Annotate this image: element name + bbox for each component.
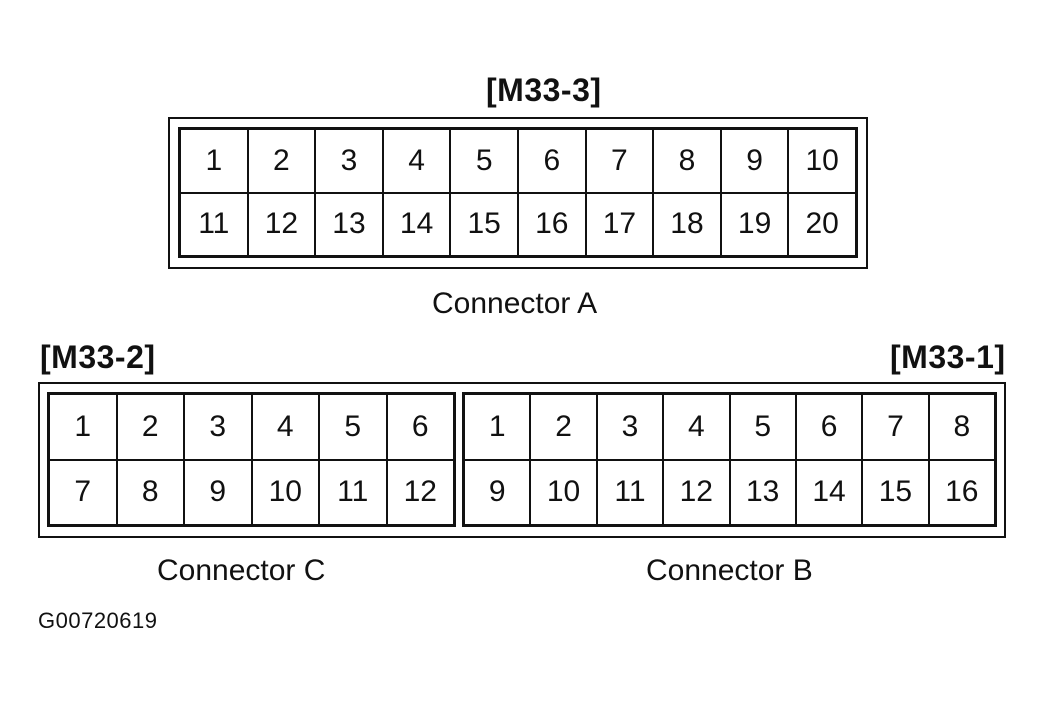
connector-a-pin: 2 bbox=[247, 129, 316, 193]
connector-a-pin: 8 bbox=[653, 129, 721, 193]
connector-a-housing bbox=[168, 117, 868, 269]
connector-a-pin: 11 bbox=[180, 192, 248, 256]
connector-c-pin: 1 bbox=[49, 394, 117, 460]
connector-a-pin: 13 bbox=[315, 192, 383, 256]
connector-b-pin: 14 bbox=[795, 459, 863, 525]
connector-c-part-number: [M33-2] bbox=[40, 339, 156, 375]
connector-c-pin: 8 bbox=[116, 459, 184, 525]
connector-b-pin: 10 bbox=[530, 459, 597, 525]
connector-a-pin: 5 bbox=[450, 129, 518, 193]
connector-c-label: Connector C bbox=[157, 554, 326, 587]
connector-b-pin: 15 bbox=[862, 459, 929, 525]
connector-b-pin: 1 bbox=[464, 394, 531, 460]
connector-a-pin: 4 bbox=[382, 129, 451, 193]
connector-b-pin: 5 bbox=[729, 394, 796, 460]
connector-a-pin: 18 bbox=[653, 192, 721, 256]
connector-b-part-number: [M33-1] bbox=[890, 339, 1006, 375]
connector-b-pin: 12 bbox=[663, 459, 730, 525]
connector-a-pin: 10 bbox=[788, 129, 856, 193]
connector-b-pin: 7 bbox=[862, 394, 929, 460]
connector-a-label: Connector A bbox=[432, 287, 598, 320]
connector-a-pin: 3 bbox=[315, 129, 383, 193]
connector-a-pin: 20 bbox=[788, 192, 856, 256]
connector-c-pin: 10 bbox=[251, 459, 319, 525]
connector-a-pin: 1 bbox=[180, 129, 248, 193]
figure-code: G00720619 bbox=[38, 608, 158, 633]
connector-c-pin: 5 bbox=[319, 394, 387, 460]
connector-c-pin: 7 bbox=[49, 459, 117, 525]
connector-c-pin: 9 bbox=[184, 459, 252, 525]
connector-b-pin: 16 bbox=[928, 459, 995, 525]
connector-a-pin: 14 bbox=[382, 192, 451, 256]
connector-c-pin: 2 bbox=[116, 394, 184, 460]
connector-b-label: Connector B bbox=[646, 554, 813, 587]
connector-b-pin: 9 bbox=[464, 459, 531, 525]
connector-a-pin: 17 bbox=[585, 192, 654, 256]
connector-a-pin: 16 bbox=[517, 192, 586, 256]
connector-a-pin: 9 bbox=[720, 129, 789, 193]
connector-c-pin: 4 bbox=[251, 394, 319, 460]
connector-a-pin: 6 bbox=[517, 129, 586, 193]
connector-b-pin: 2 bbox=[530, 394, 597, 460]
connector-a-pin: 12 bbox=[247, 192, 316, 256]
connector-b-pin: 6 bbox=[795, 394, 863, 460]
connector-a-pin: 15 bbox=[450, 192, 518, 256]
connector-b-pin: 13 bbox=[729, 459, 796, 525]
connector-b-pin: 8 bbox=[928, 394, 995, 460]
connector-b-c-housing bbox=[38, 382, 1006, 538]
connector-a-pin: 19 bbox=[720, 192, 789, 256]
connector-b-pin: 11 bbox=[596, 459, 664, 525]
connector-b-pin: 3 bbox=[596, 394, 664, 460]
connector-c-pin: 6 bbox=[386, 394, 454, 460]
connector-b-pin: 4 bbox=[663, 394, 730, 460]
connector-c-pin: 12 bbox=[386, 459, 454, 525]
connector-a-part-number: [M33-3] bbox=[486, 72, 602, 108]
connector-c-pin: 3 bbox=[184, 394, 252, 460]
connector-a-pin: 7 bbox=[585, 129, 654, 193]
connector-c-pin: 11 bbox=[319, 459, 387, 525]
